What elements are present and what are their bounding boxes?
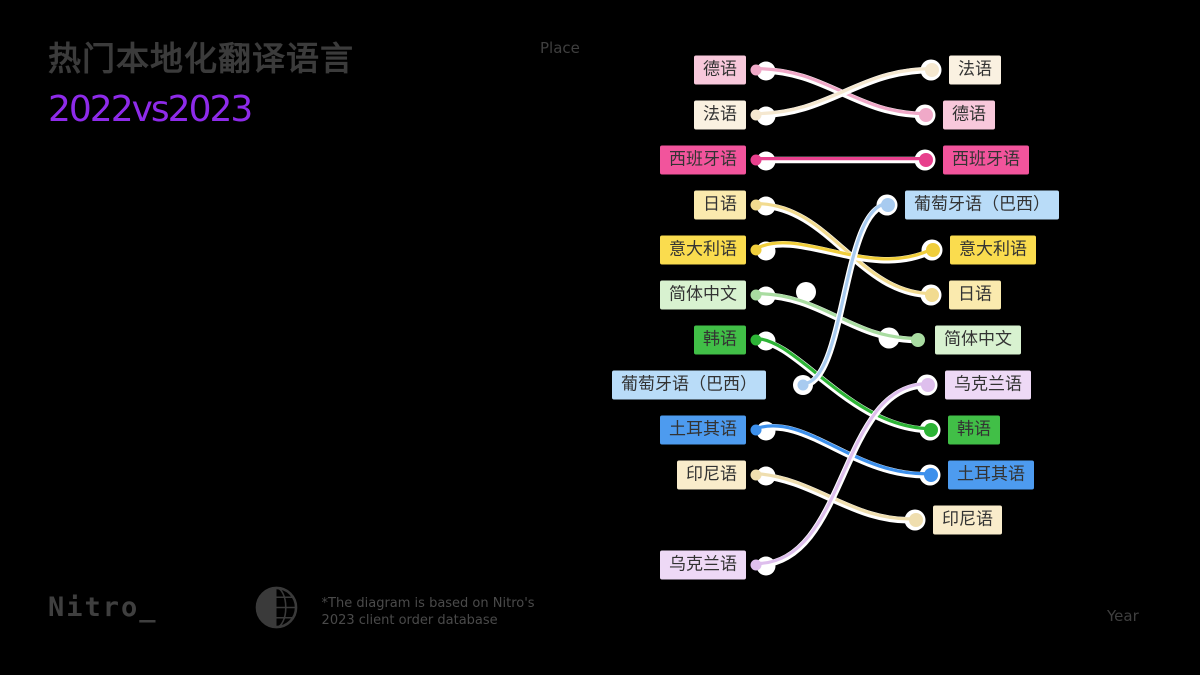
dot-2023-4 (926, 243, 940, 257)
dot-2022-9 (750, 469, 762, 481)
dot-2023-0 (919, 108, 933, 122)
lang-label-2022: 简体中文 (660, 280, 746, 310)
lang-label-2022: 印尼语 (677, 460, 746, 490)
dot-2022-8 (750, 424, 762, 436)
page-subtitle: 2022vs2023 (48, 89, 253, 131)
dot-2023-6 (924, 423, 938, 437)
title-block: 热门本地化翻译语言 2022vs2023 (48, 36, 354, 131)
dot-2022-6 (750, 334, 762, 346)
nitro-logo: Nitro_ (48, 592, 158, 623)
connection-line-10 (750, 374, 938, 576)
dot-2022-7 (797, 379, 809, 391)
connection-line-9 (750, 466, 926, 531)
lang-label-2023: 简体中文 (935, 325, 1021, 355)
dot-2022-1 (750, 109, 762, 121)
globe-icon (255, 586, 297, 629)
source-note: *The diagram is based on Nitro's 2023 cl… (322, 595, 535, 629)
year-axis-label: Year (1107, 607, 1139, 625)
connection-line-8 (750, 421, 941, 486)
lang-label-2023: 法语 (949, 55, 1001, 85)
dot-2023-10 (921, 378, 935, 392)
dot-2022-0 (750, 64, 762, 76)
connection-line-6 (750, 331, 941, 441)
lang-label-2023: 意大利语 (950, 235, 1036, 265)
page-title: 热门本地化翻译语言 (48, 39, 354, 78)
lang-label-2023: 乌克兰语 (945, 370, 1031, 400)
lang-label-2022: 德语 (694, 55, 746, 85)
lang-label-2023: 西班牙语 (943, 145, 1029, 175)
dot-2023-1 (925, 63, 939, 77)
lang-label-2023: 韩语 (948, 415, 1000, 445)
dot-2023-8 (924, 468, 938, 482)
lang-label-2023: 德语 (943, 100, 995, 130)
lang-label-2022: 乌克兰语 (660, 550, 746, 580)
lang-label-2022: 西班牙语 (660, 145, 746, 175)
dot-2022-10 (750, 559, 762, 571)
connection-line-4 (750, 239, 943, 264)
connection-line-7 (793, 194, 898, 395)
connection-line-1 (750, 59, 942, 126)
dot-2023-2 (919, 153, 933, 167)
footer: Nitro_ *The diagram is based on Nitro's … (48, 586, 535, 629)
dot-2023-9 (909, 513, 923, 527)
source-note-line2: 2023 client order database (321, 613, 498, 629)
lang-label-2023: 葡萄牙语（巴西） (905, 190, 1059, 220)
lang-label-2022: 法语 (694, 100, 746, 130)
dot-2023-5 (911, 333, 925, 347)
lang-label-2022: 意大利语 (660, 235, 746, 265)
dot-2023-7 (881, 198, 895, 212)
lang-label-2023: 印尼语 (933, 505, 1002, 535)
lang-label-2023: 日语 (949, 280, 1001, 310)
source-note-line1: *The diagram is based on Nitro's (321, 596, 535, 611)
lang-label-2022: 葡萄牙语（巴西） (612, 370, 766, 400)
dot-2022-2 (750, 154, 762, 166)
dot-2022-3 (750, 199, 762, 211)
place-axis-label: Place (540, 39, 580, 57)
lang-label-2022: 韩语 (694, 325, 746, 355)
dot-2023-3 (925, 288, 939, 302)
lang-label-2023: 土耳其语 (948, 460, 1034, 490)
dot-2022-4 (750, 244, 762, 256)
dot-2022-5 (750, 289, 762, 301)
connection-line-2 (750, 149, 936, 171)
lang-label-2022: 土耳其语 (660, 415, 746, 445)
lang-label-2022: 日语 (694, 190, 746, 220)
connection-line-3 (750, 196, 942, 306)
